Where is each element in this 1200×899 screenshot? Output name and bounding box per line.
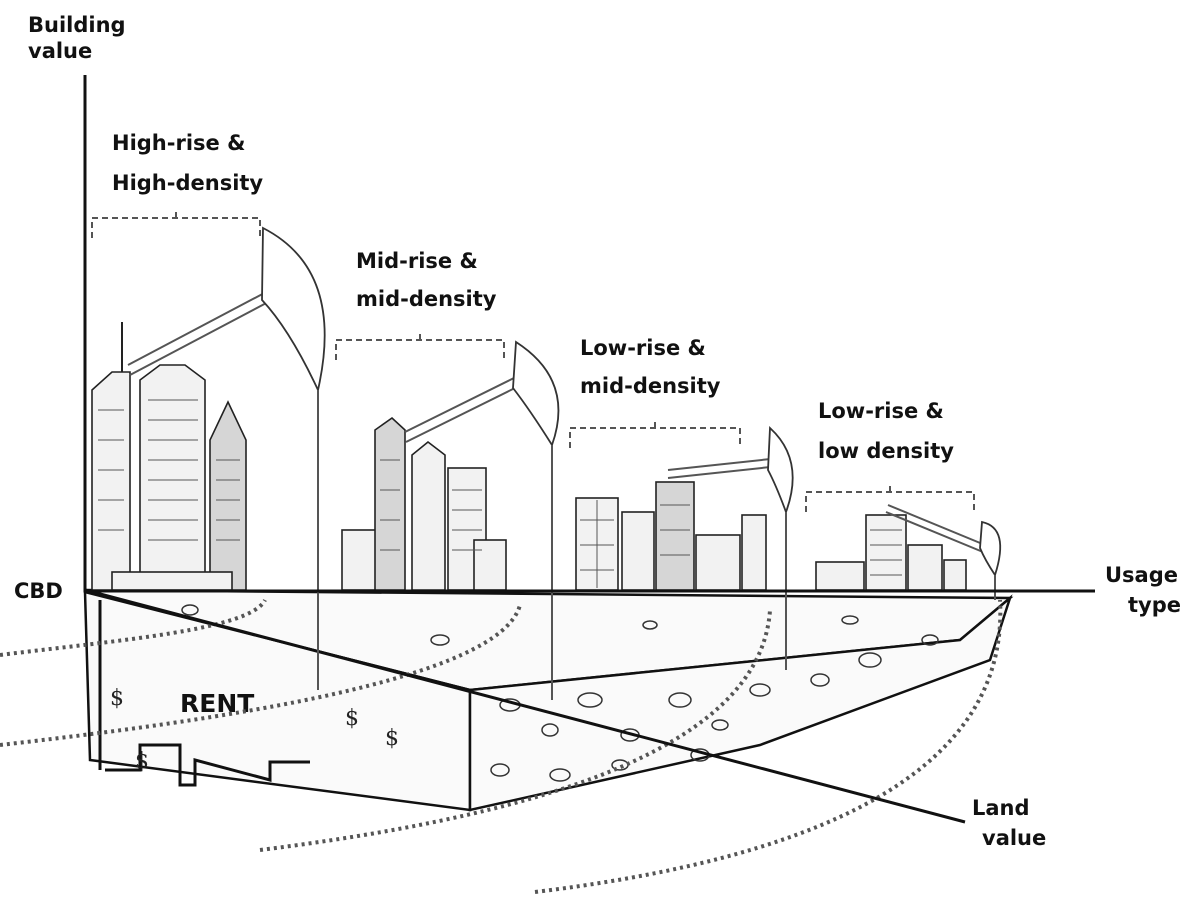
ground-slab: RENT $ $ $ $ xyxy=(83,588,1014,812)
bracket-zone-3 xyxy=(569,418,741,448)
currency-symbol-2: $ xyxy=(135,749,149,774)
zone-brackets xyxy=(91,210,975,512)
origin-label: CBD xyxy=(14,579,63,603)
zone-3-buildings xyxy=(575,481,767,591)
tower-1 xyxy=(91,371,131,591)
block-4b xyxy=(865,514,907,591)
block-4a xyxy=(815,561,865,591)
x-axis-label-line1: Usage xyxy=(1105,563,1178,587)
zone-1-label-line2: High-density xyxy=(112,171,263,195)
y-axis-label-line1: Building xyxy=(28,13,126,37)
block-4c xyxy=(907,544,943,591)
zone-3-label-line2: mid-density xyxy=(580,374,721,398)
tower-2d xyxy=(447,467,487,591)
currency-symbol-4: $ xyxy=(385,726,399,751)
rent-face-steps xyxy=(105,743,310,787)
zone-2-buildings xyxy=(341,416,507,591)
z-axis-label-line1: Land xyxy=(972,796,1030,820)
contour-4 xyxy=(534,599,1003,894)
zone-1-buildings xyxy=(91,322,247,591)
pump-jack-1 xyxy=(127,226,326,690)
bracket-zone-1 xyxy=(91,210,261,238)
block-2e xyxy=(473,539,507,591)
bracket-zone-4 xyxy=(805,484,975,512)
tower-2b xyxy=(374,416,406,591)
currency-symbol-1: $ xyxy=(110,686,124,711)
block-4d xyxy=(943,559,967,591)
zone-4-label-line2: low density xyxy=(818,439,954,463)
block-3e xyxy=(741,514,767,591)
land-value-axis xyxy=(84,588,966,824)
zone-3-label-line1: Low-rise & xyxy=(580,336,706,360)
tower-3 xyxy=(209,400,247,591)
rent-label: RENT xyxy=(180,689,254,718)
pump-jack-3 xyxy=(667,426,794,670)
zone-4-label-line1: Low-rise & xyxy=(818,399,944,423)
contour-3 xyxy=(259,609,772,852)
zone-2-label-line1: Mid-rise & xyxy=(356,249,478,273)
block-3c xyxy=(655,481,695,591)
contour-2 xyxy=(0,604,522,747)
pump-jack-2 xyxy=(404,340,560,700)
z-axis-label-line2: value xyxy=(982,826,1046,850)
bracket-zone-2 xyxy=(335,330,505,360)
tower-2 xyxy=(139,364,206,591)
rock-texture xyxy=(181,604,939,782)
currency-symbol-3: $ xyxy=(345,706,359,731)
zone-4-buildings xyxy=(815,514,967,591)
x-axis-label-line2: type xyxy=(1128,593,1181,617)
pump-jack-4 xyxy=(885,504,1002,600)
tower-2c xyxy=(411,440,446,591)
zone-2-label-line2: mid-density xyxy=(356,287,497,311)
ground-right-face xyxy=(468,594,1013,812)
block-3b xyxy=(621,511,655,591)
podium-1 xyxy=(111,571,233,591)
y-axis-label-line2: value xyxy=(28,39,92,63)
zone-1-label-line1: High-rise & xyxy=(112,131,245,155)
block-3d xyxy=(695,534,741,591)
land-value-contours xyxy=(0,598,1003,894)
